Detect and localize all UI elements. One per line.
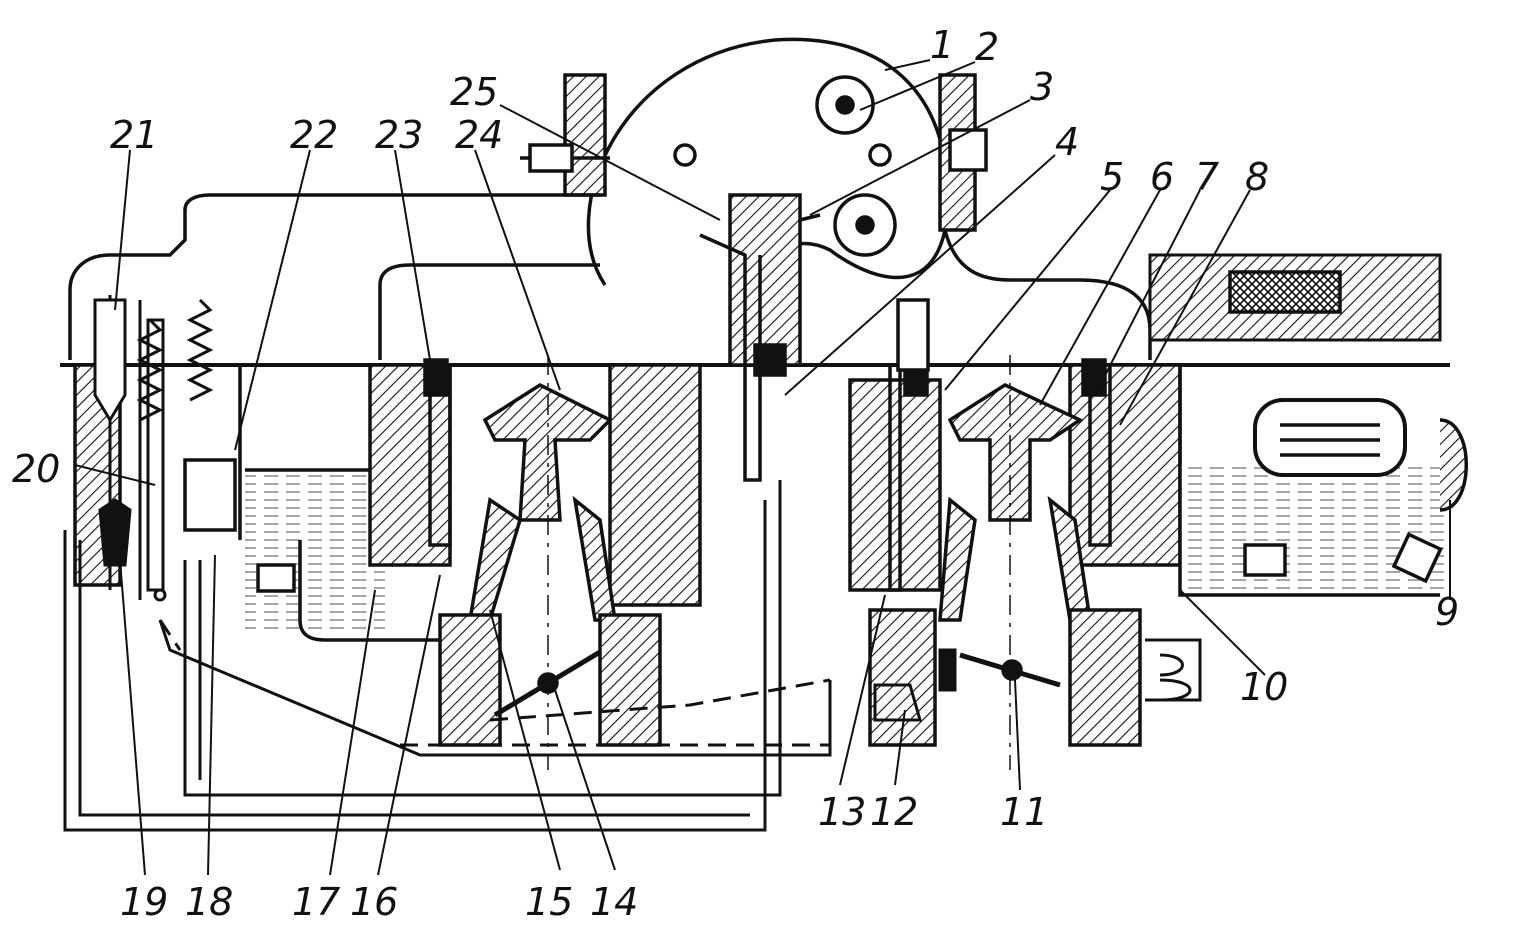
label-23: 23 (375, 113, 423, 157)
label-21: 21 (110, 113, 158, 157)
label-11: 11 (1000, 790, 1048, 834)
label-5: 5 (1100, 155, 1124, 199)
label-14: 14 (590, 880, 638, 924)
label-8: 8 (1245, 155, 1269, 199)
label-7: 7 (1195, 155, 1219, 199)
label-6: 6 (1150, 155, 1174, 199)
leader-lines (74, 59, 1451, 876)
right-venturi (848, 355, 1182, 770)
label-17: 17 (292, 880, 340, 924)
linkage (873, 638, 1202, 722)
float-chamber-right (1178, 365, 1468, 597)
label-9: 9 (1435, 590, 1459, 634)
label-12: 12 (870, 790, 918, 834)
label-18: 18 (185, 880, 233, 924)
label-19: 19 (120, 880, 168, 924)
left-accelerator-pump (93, 295, 214, 602)
label-4: 4 (1055, 120, 1079, 164)
label-10: 10 (1240, 665, 1288, 709)
callout-numbers: 1 2 3 4 5 6 7 8 9 10 11 12 13 14 15 16 1… (12, 23, 1459, 924)
jets-and-tubes (423, 213, 1112, 592)
left-venturi (368, 355, 702, 770)
label-13: 13 (818, 790, 866, 834)
label-20: 20 (12, 447, 60, 491)
label-2: 2 (975, 25, 999, 69)
label-25: 25 (450, 70, 498, 114)
label-22: 22 (290, 113, 338, 157)
label-16: 16 (350, 880, 398, 924)
fuel-channels (63, 480, 832, 832)
label-24: 24 (455, 113, 503, 157)
label-1: 1 (930, 23, 954, 67)
label-3: 3 (1030, 65, 1054, 109)
label-15: 15 (525, 880, 573, 924)
carburetor-cover (60, 193, 1450, 367)
